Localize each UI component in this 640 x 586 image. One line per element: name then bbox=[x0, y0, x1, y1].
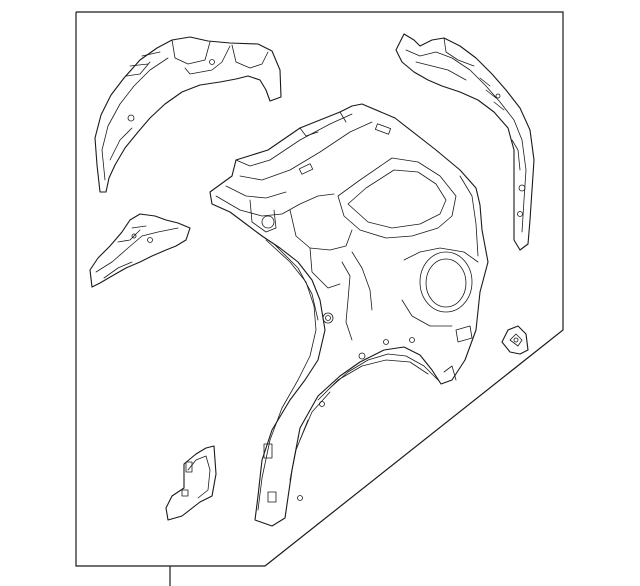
wheelhouse-liner bbox=[94, 36, 282, 193]
small-clip bbox=[501, 325, 529, 355]
corner-bracket bbox=[165, 445, 217, 521]
diagram-frame bbox=[75, 11, 564, 586]
quarter-panel-assembly bbox=[209, 103, 489, 527]
inner-wheelhouse-bracket bbox=[89, 213, 191, 288]
rear-pillar-reinforcement bbox=[395, 33, 535, 251]
